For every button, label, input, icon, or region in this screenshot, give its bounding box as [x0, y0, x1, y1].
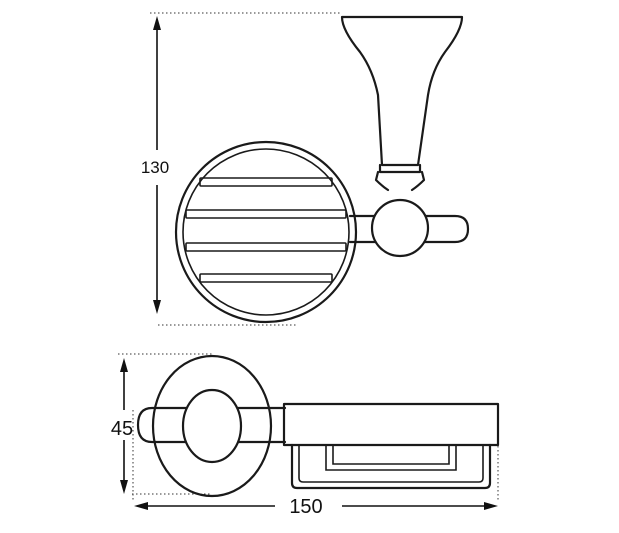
arrow-head-45-down: [120, 480, 128, 494]
arrow-head-150-left: [134, 502, 148, 510]
basket-bar-2: [185, 209, 347, 219]
flange-collar: [378, 163, 422, 174]
basket-bars: [185, 177, 347, 283]
arrow-head-45-up: [120, 358, 128, 372]
wall-mount-flange: [340, 15, 464, 167]
arrow-head-down: [153, 300, 161, 314]
hub-top: [181, 388, 243, 464]
wall-flange-top: [151, 354, 273, 498]
basket-bar-1: [199, 177, 333, 187]
basket-outer-top: [290, 443, 492, 490]
basket-inner-top: [298, 445, 484, 483]
top-view: 45 150: [111, 353, 500, 518]
front-view: 130: [141, 12, 470, 326]
basket-bar-3: [185, 242, 347, 252]
basket-outer-ring: [174, 140, 358, 324]
dish-tray: [282, 402, 500, 447]
height-dimension-front: 130: [141, 16, 169, 314]
basket-loop-top: [325, 445, 457, 471]
width-dimension-top: 150: [134, 496, 498, 518]
hub-ball: [370, 198, 430, 258]
basket-inner-ring: [182, 148, 350, 316]
basket-loop-inner-top: [332, 445, 450, 465]
width-label-top: 150: [289, 496, 322, 518]
arrow-head-up: [153, 16, 161, 30]
arm-bar-top: [136, 406, 287, 444]
height-label-front: 130: [141, 158, 169, 177]
height-dimension-top: 45: [111, 358, 133, 494]
arrow-head-150-right: [484, 502, 498, 510]
basket-bar-4: [199, 273, 333, 283]
neck: [374, 170, 426, 192]
support-arm: [348, 214, 470, 244]
height-label-top: 45: [111, 418, 133, 440]
